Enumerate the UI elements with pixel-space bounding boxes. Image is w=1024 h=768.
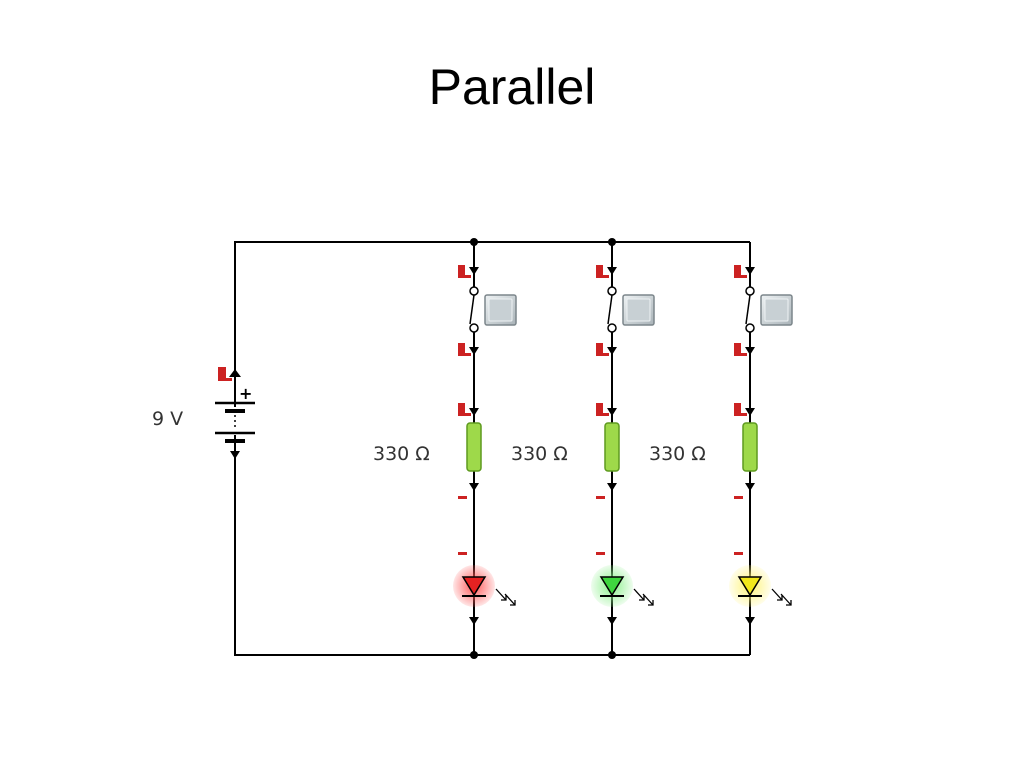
light-arrow-head (648, 600, 654, 606)
battery-voltage-label: 9 V (152, 408, 183, 430)
arrow-down-icon (469, 408, 479, 416)
resistor (466, 422, 482, 472)
arrow-down-icon (469, 347, 479, 355)
probe-flag-small (458, 496, 467, 499)
switch-toggle-face[interactable] (764, 298, 789, 322)
arrow-down-icon (469, 267, 479, 275)
probe-flag-tail (734, 275, 747, 278)
probe-flag-tail (596, 275, 609, 278)
probe-flag-small (458, 552, 467, 555)
switch-contact (469, 286, 479, 296)
resistor-label: 330 Ω (373, 443, 430, 465)
switch-contact (745, 323, 755, 333)
led-diode-icon (461, 576, 487, 597)
probe-flag (218, 367, 226, 381)
arrow-down-icon (230, 451, 240, 459)
light-arrow-icon (633, 588, 645, 601)
probe-flag-tail (734, 353, 747, 356)
light-arrow-icon (642, 593, 654, 606)
probe-flag (734, 343, 741, 356)
probe-flag (596, 265, 603, 278)
switch-blade (607, 294, 613, 325)
probe-flag-tail (458, 413, 471, 416)
arrow-down-icon (607, 408, 617, 416)
switch-blade (745, 294, 751, 325)
arrow-down-icon (745, 408, 755, 416)
resistor-label: 330 Ω (511, 443, 568, 465)
led-diode-icon (599, 576, 625, 597)
arrow-down-icon (745, 617, 755, 625)
probe-flag-small (734, 552, 743, 555)
light-arrow-head (777, 595, 783, 601)
probe-flag-small (596, 552, 605, 555)
light-arrow-icon (780, 593, 792, 606)
arrow-down-icon (469, 617, 479, 625)
light-arrow-icon (504, 593, 516, 606)
light-arrow-head (501, 595, 507, 601)
probe-flag (458, 403, 465, 416)
switch-toggle-face[interactable] (488, 298, 513, 322)
arrow-up-icon (229, 369, 241, 377)
bottom-rail (234, 435, 750, 656)
resistor-label: 330 Ω (649, 443, 706, 465)
resistor (604, 422, 620, 472)
light-arrow-head (786, 600, 792, 606)
probe-flag-tail (596, 353, 609, 356)
probe-flag-tail (218, 378, 232, 381)
probe-flag (596, 403, 603, 416)
probe-flag-small (596, 496, 605, 499)
slide-title: Parallel (428, 59, 596, 115)
arrow-down-icon (745, 267, 755, 275)
arrow-down-icon (745, 347, 755, 355)
switch-contact (745, 286, 755, 296)
light-arrow-head (639, 595, 645, 601)
light-arrow-head (510, 600, 516, 606)
switch-blade (469, 294, 475, 325)
arrow-down-icon (745, 483, 755, 491)
probe-flag-tail (596, 413, 609, 416)
arrow-down-icon (607, 483, 617, 491)
arrow-down-icon (607, 617, 617, 625)
arrow-down-icon (607, 347, 617, 355)
led-diode-icon (737, 576, 763, 597)
probe-flag (734, 265, 741, 278)
parallel-circuit-diagram: + 9 V 330 Ω 330 Ω 330 Ω (152, 238, 793, 659)
probe-flag-tail (458, 353, 471, 356)
resistor (742, 422, 758, 472)
probe-flag (734, 403, 741, 416)
branch-red-led: 330 Ω (373, 242, 517, 655)
battery-polarity-label: + (239, 384, 252, 403)
light-arrow-icon (771, 588, 783, 601)
probe-flag (458, 343, 465, 356)
light-arrow-icon (495, 588, 507, 601)
battery: + 9 V (152, 367, 255, 461)
probe-flag-small (734, 496, 743, 499)
switch-contact (469, 323, 479, 333)
arrow-down-icon (469, 483, 479, 491)
probe-flag-tail (734, 413, 747, 416)
switch-contact (607, 323, 617, 333)
probe-flag-tail (458, 275, 471, 278)
probe-flag (458, 265, 465, 278)
switch-contact (607, 286, 617, 296)
branch-yellow-led: 330 Ω (649, 242, 793, 655)
switch-toggle-face[interactable] (626, 298, 651, 322)
probe-flag (596, 343, 603, 356)
arrow-down-icon (607, 267, 617, 275)
branch-green-led: 330 Ω (511, 242, 655, 655)
top-rail (234, 241, 750, 407)
